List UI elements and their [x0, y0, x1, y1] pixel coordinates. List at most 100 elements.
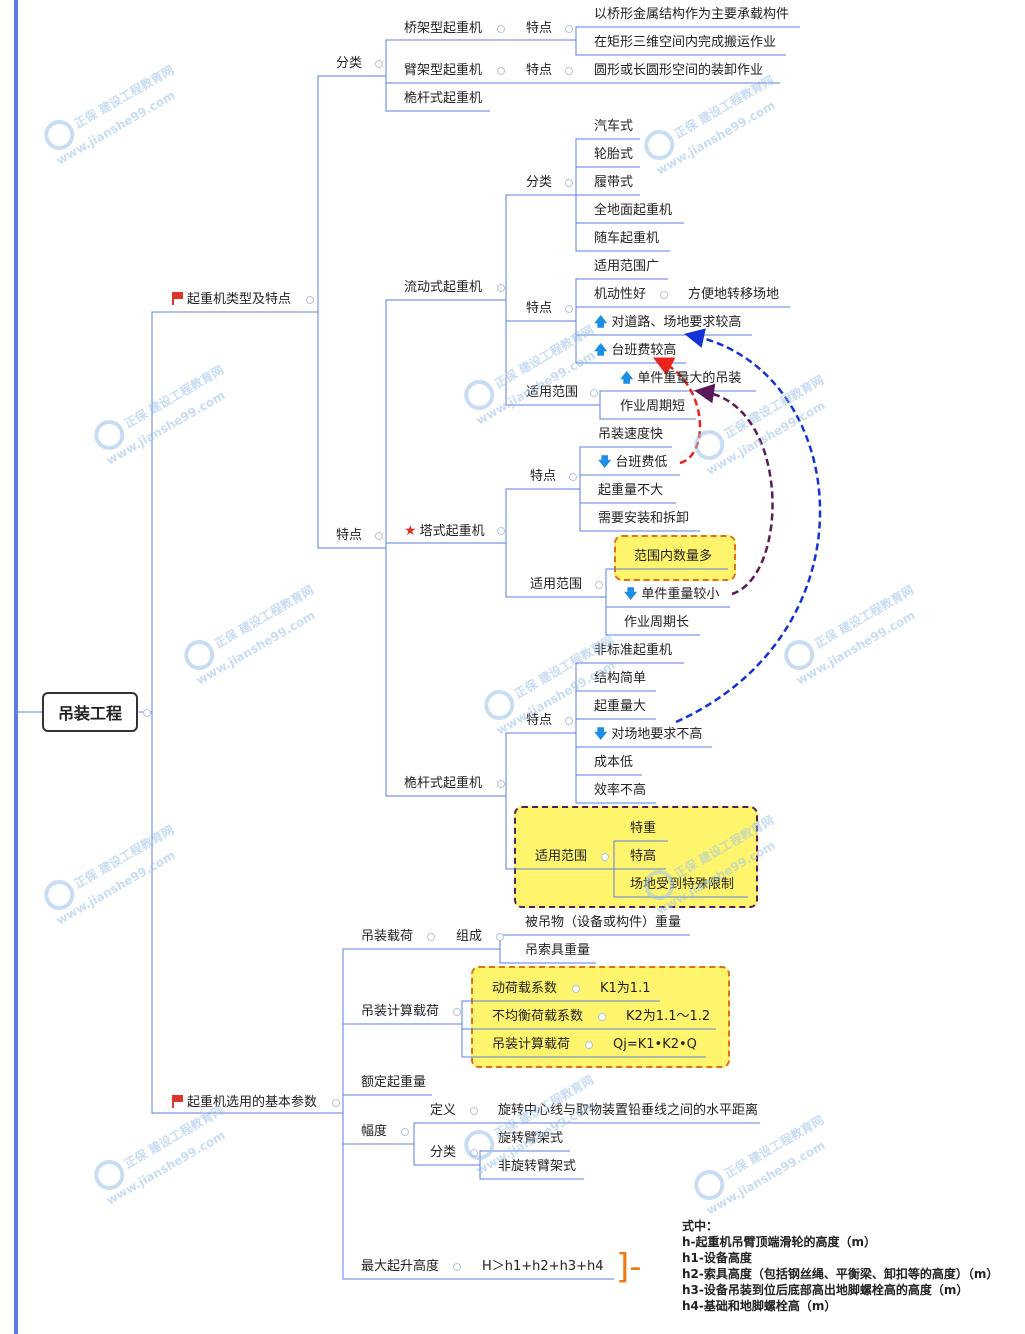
- collapse-icon[interactable]: [565, 717, 573, 725]
- collapse-icon[interactable]: [601, 853, 609, 861]
- collapse-icon[interactable]: [598, 1013, 606, 1021]
- collapse-icon[interactable]: [375, 60, 383, 68]
- node-calc-k2-value[interactable]: K2为1.1～1.2: [626, 1009, 711, 1024]
- node-calc-qj-value[interactable]: Qj=K1•K2•Q: [613, 1037, 697, 1052]
- node-mast-f1[interactable]: 非标准起重机: [594, 643, 673, 658]
- node-mast-f5[interactable]: 成本低: [594, 755, 634, 770]
- node-tower-f2[interactable]: 🡇台班费低: [598, 455, 668, 470]
- node-load[interactable]: 吊装载荷: [361, 929, 414, 944]
- node-classify[interactable]: 分类: [336, 56, 363, 71]
- node-mobile-c4[interactable]: 全地面起重机: [594, 203, 673, 218]
- collapse-icon[interactable]: [595, 581, 603, 589]
- node-tower-scope[interactable]: 适用范围: [530, 577, 583, 592]
- node-radius-def[interactable]: 定义: [430, 1103, 457, 1118]
- node-mobile-c3[interactable]: 履带式: [594, 175, 634, 190]
- collapse-icon[interactable]: [585, 1041, 593, 1049]
- node-radius-def-text[interactable]: 旋转中心线与取物装置铅垂线之间的水平距离: [498, 1103, 759, 1118]
- node-tower-features[interactable]: 特点: [530, 469, 557, 484]
- collapse-icon[interactable]: [565, 67, 573, 75]
- node-mast-features[interactable]: 特点: [526, 713, 553, 728]
- collapse-icon[interactable]: [497, 25, 505, 33]
- node-mast-f4[interactable]: 🡇对场地要求不高: [594, 727, 703, 742]
- node-mobile-wide[interactable]: 适用范围广: [594, 259, 660, 274]
- collapse-icon[interactable]: [143, 709, 151, 717]
- node-crane-params[interactable]: 起重机选用的基本参数: [172, 1095, 317, 1111]
- node-calc-k1-value[interactable]: K1为1.1: [600, 981, 651, 996]
- node-mobile-classify[interactable]: 分类: [526, 175, 553, 190]
- collapse-icon[interactable]: [496, 933, 504, 941]
- node-crane-types[interactable]: 起重机类型及特点: [172, 292, 291, 308]
- node-tower-f3[interactable]: 起重量不大: [598, 483, 664, 498]
- collapse-icon[interactable]: [497, 780, 505, 788]
- collapse-icon[interactable]: [565, 305, 573, 313]
- collapse-icon[interactable]: [660, 291, 668, 299]
- node-radius[interactable]: 幅度: [361, 1124, 388, 1139]
- collapse-icon[interactable]: [565, 179, 573, 187]
- collapse-icon[interactable]: [470, 1107, 478, 1115]
- node-mast-f6[interactable]: 效率不高: [594, 783, 647, 798]
- node-tower-f4[interactable]: 需要安装和拆卸: [598, 511, 690, 526]
- node-load-comp[interactable]: 组成: [456, 929, 483, 944]
- collapse-icon[interactable]: [306, 296, 314, 304]
- node-mobile-c2[interactable]: 轮胎式: [594, 147, 634, 162]
- collapse-icon[interactable]: [332, 1099, 340, 1107]
- node-mast-s3[interactable]: 场地受到特殊限制: [630, 877, 735, 892]
- collapse-icon[interactable]: [590, 389, 598, 397]
- node-mobile-road[interactable]: 🡅对道路、场地要求较高: [594, 315, 742, 330]
- node-mobile-scope[interactable]: 适用范围: [526, 385, 579, 400]
- node-height[interactable]: 最大起升高度: [361, 1259, 440, 1274]
- node-mast-f3[interactable]: 起重量大: [594, 699, 647, 714]
- collapse-icon[interactable]: [453, 1263, 461, 1271]
- node-tower-s3[interactable]: 作业周期长: [624, 615, 690, 630]
- collapse-icon[interactable]: [453, 1008, 461, 1016]
- collapse-icon[interactable]: [572, 985, 580, 993]
- node-mobile-features[interactable]: 特点: [526, 301, 553, 316]
- node-calc-qj[interactable]: 吊装计算载荷: [492, 1037, 571, 1052]
- node-mobile-c1[interactable]: 汽车式: [594, 119, 634, 134]
- collapse-icon[interactable]: [401, 1128, 409, 1136]
- collapse-icon[interactable]: [470, 1149, 478, 1157]
- node-height-formula[interactable]: H＞h1+h2+h3+h4: [482, 1259, 604, 1274]
- node-bridge-feature[interactable]: 特点: [526, 21, 553, 36]
- node-mast-scope[interactable]: 适用范围: [535, 849, 588, 864]
- node-rated[interactable]: 额定起重量: [361, 1075, 427, 1090]
- node-calc-load[interactable]: 吊装计算载荷: [361, 1004, 440, 1019]
- node-mast-crane-class[interactable]: 桅杆式起重机: [404, 91, 483, 106]
- node-radius-c2[interactable]: 非旋转臂架式: [498, 1159, 577, 1174]
- collapse-icon[interactable]: [569, 473, 577, 481]
- node-bridge-f1[interactable]: 以桥形金属结构作为主要承载构件: [594, 7, 790, 22]
- node-tower-s2[interactable]: 🡇单件重量较小: [624, 587, 720, 602]
- node-tower-s1[interactable]: 范围内数量多: [634, 549, 713, 564]
- node-mobile-cost[interactable]: 🡅台班费较高: [594, 343, 677, 358]
- node-mobile-s2[interactable]: 作业周期短: [620, 399, 686, 414]
- node-jib-f1[interactable]: 圆形或长圆形空间的装卸作业: [594, 63, 764, 78]
- collapse-icon[interactable]: [497, 284, 505, 292]
- collapse-icon[interactable]: [565, 25, 573, 33]
- node-jib-crane[interactable]: 臂架型起重机: [404, 63, 483, 78]
- node-tower-f1[interactable]: 吊装速度快: [598, 427, 664, 442]
- node-bridge-f2[interactable]: 在矩形三维空间内完成搬运作业: [594, 35, 777, 50]
- node-mobile-mobility-note[interactable]: 方便地转移场地: [688, 287, 780, 302]
- node-load-c2[interactable]: 吊索具重量: [525, 943, 591, 958]
- node-mobile-mobility[interactable]: 机动性好: [594, 287, 647, 302]
- node-tower-crane[interactable]: ★塔式起重机: [404, 523, 485, 539]
- node-mast-crane[interactable]: 桅杆式起重机: [404, 776, 483, 791]
- node-radius-c1[interactable]: 旋转臂架式: [498, 1131, 564, 1146]
- node-calc-k2[interactable]: 不均衡荷载系数: [492, 1009, 584, 1024]
- node-calc-k1[interactable]: 动荷载系数: [492, 981, 558, 996]
- collapse-icon[interactable]: [497, 527, 505, 535]
- node-bridge-crane[interactable]: 桥架型起重机: [404, 21, 483, 36]
- node-jib-feature[interactable]: 特点: [526, 63, 553, 78]
- collapse-icon[interactable]: [427, 933, 435, 941]
- node-load-c1[interactable]: 被吊物（设备或构件）重量: [525, 915, 682, 930]
- node-mobile-crane[interactable]: 流动式起重机: [404, 280, 483, 295]
- node-mast-s1[interactable]: 特重: [630, 821, 657, 836]
- root-node[interactable]: 吊装工程: [42, 692, 138, 732]
- node-mobile-s1[interactable]: 🡅单件重量大的吊装: [620, 371, 742, 386]
- node-radius-cls[interactable]: 分类: [430, 1145, 457, 1160]
- node-features[interactable]: 特点: [336, 528, 363, 543]
- node-mast-f2[interactable]: 结构简单: [594, 671, 647, 686]
- node-mast-s2[interactable]: 特高: [630, 849, 657, 864]
- collapse-icon[interactable]: [375, 532, 383, 540]
- node-mobile-c5[interactable]: 随车起重机: [594, 231, 660, 246]
